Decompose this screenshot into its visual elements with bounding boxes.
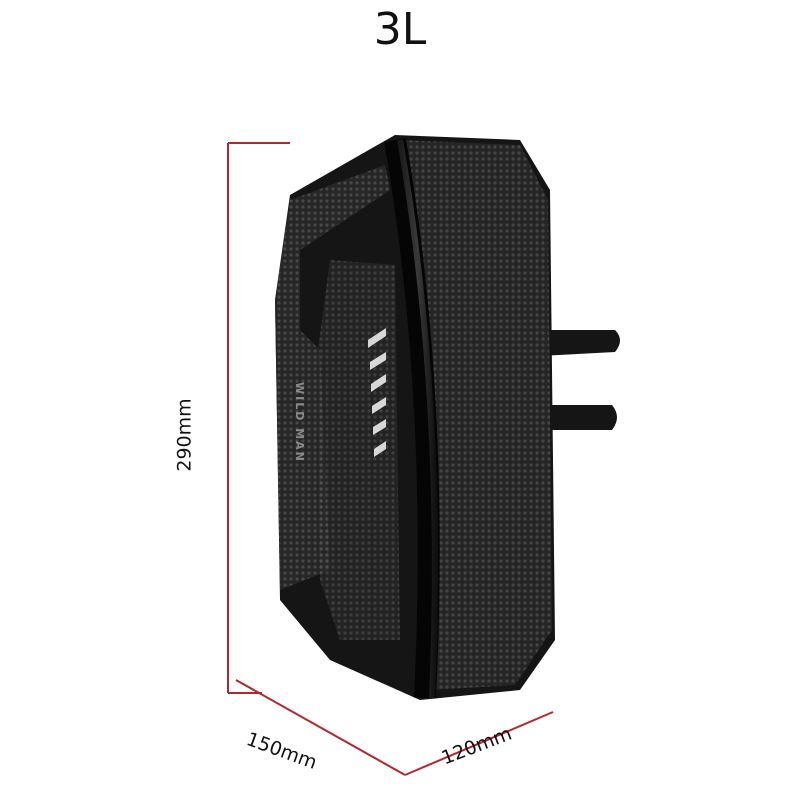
bag: WILD MAN <box>275 135 555 700</box>
height-label: 290mm <box>173 398 196 472</box>
mount-straps <box>540 330 620 430</box>
dimension-lines <box>227 142 554 776</box>
capacity-title: 3L <box>373 4 427 55</box>
width-line <box>235 679 406 776</box>
depth-line <box>404 711 554 776</box>
reflective-stripes <box>368 328 386 457</box>
brand-logo: WILD MAN <box>293 382 306 463</box>
